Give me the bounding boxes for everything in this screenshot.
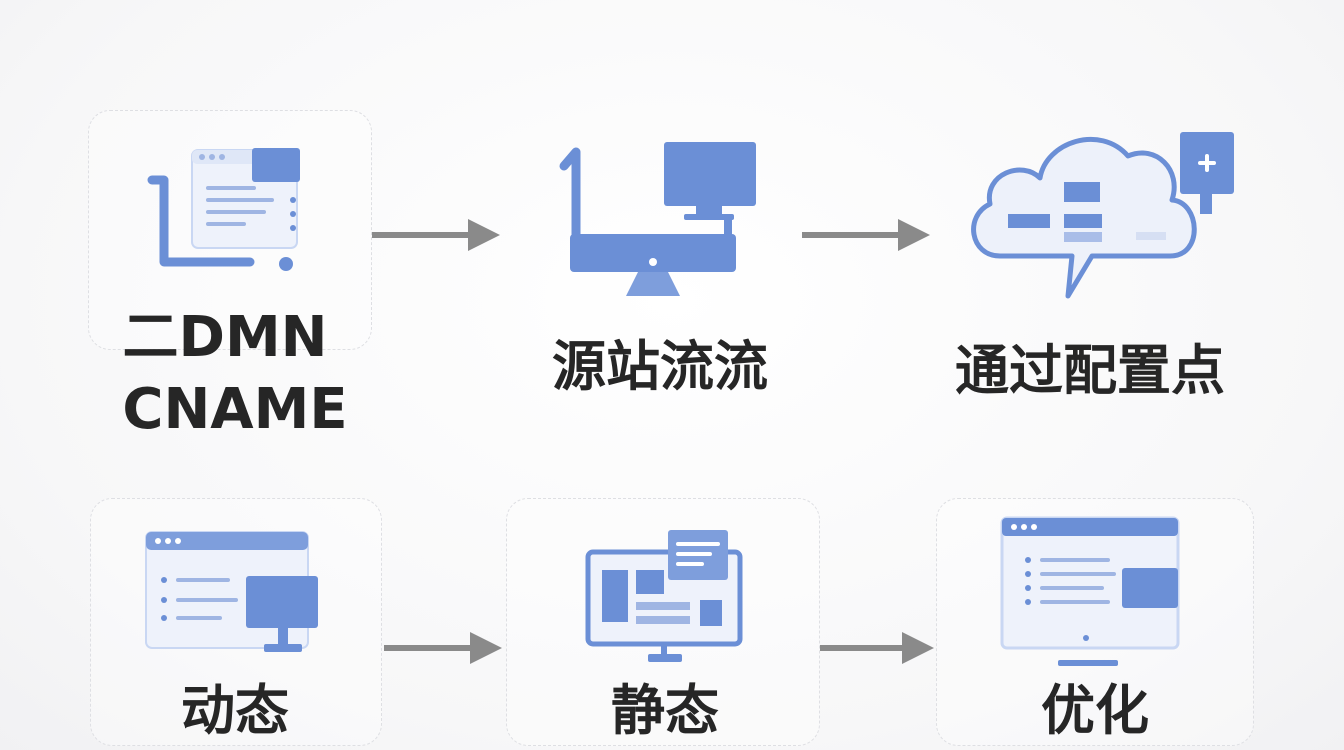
label-dynamic: 动态 (181, 679, 289, 742)
optimize-monitor-icon (1000, 516, 1180, 666)
origin-server-monitor-icon (559, 142, 756, 296)
arrow-right-3 (384, 632, 502, 664)
label-optimize: 优化 (1041, 679, 1149, 742)
arrow-right-1 (372, 219, 500, 251)
arrow-right-4 (820, 632, 934, 664)
label-config: 通过配置点 (955, 339, 1225, 402)
dns-document-icon (147, 148, 300, 271)
dynamic-content-icon (145, 531, 318, 652)
arrow-right-2 (802, 219, 930, 251)
label-static: 静态 (611, 679, 719, 742)
label-dns-line1: 二DMN (122, 305, 328, 370)
label-origin: 源站流流 (552, 335, 768, 398)
cloud-config-icon (971, 132, 1234, 299)
static-content-icon (585, 530, 743, 662)
label-dns-line2: CNAME (122, 377, 348, 442)
